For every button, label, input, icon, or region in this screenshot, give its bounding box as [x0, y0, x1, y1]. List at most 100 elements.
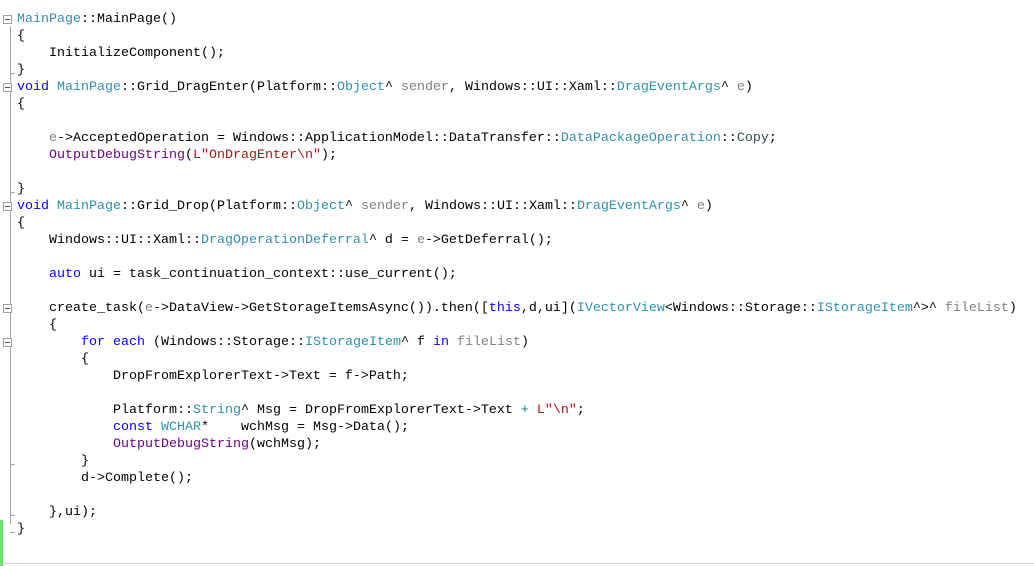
- collapse-icon[interactable]: [3, 304, 12, 313]
- code-line[interactable]: Platform::String^ Msg = DropFromExplorer…: [17, 402, 1017, 419]
- code-line[interactable]: {: [17, 215, 1017, 232]
- code-line[interactable]: {: [17, 317, 1017, 334]
- code-line[interactable]: auto ui = task_continuation_context::use…: [17, 266, 1017, 283]
- code-token: },ui);: [17, 505, 97, 520]
- code-line[interactable]: }: [17, 62, 1017, 79]
- code-token: String: [192, 403, 241, 418]
- code-line[interactable]: InitializeComponent();: [17, 45, 1017, 62]
- code-line[interactable]: OutputDebugString(L"OnDragEnter\n");: [17, 147, 1017, 164]
- code-line[interactable]: {: [17, 28, 1017, 45]
- code-line[interactable]: [17, 385, 1017, 402]
- code-token: (wchMsg);: [248, 437, 321, 452]
- code-token: ^ d =: [368, 233, 417, 248]
- code-token: ^>^: [912, 301, 945, 316]
- code-token: (Windows::Storage::: [145, 335, 305, 350]
- code-token: DragEventArgs: [576, 199, 681, 214]
- code-line[interactable]: MainPage::MainPage(): [17, 11, 1017, 28]
- outline-end-tick: [10, 532, 15, 533]
- collapse-icon[interactable]: [3, 83, 12, 92]
- code-token: DataPackageOperation: [560, 131, 721, 146]
- code-token: [17, 420, 113, 435]
- code-token: [49, 199, 57, 214]
- code-token: ->GetDeferral();: [424, 233, 553, 248]
- code-line[interactable]: const WCHAR* wchMsg = Msg->Data();: [17, 419, 1017, 436]
- code-token: [17, 335, 81, 350]
- code-line[interactable]: void MainPage::Grid_Drop(Platform::Objec…: [17, 198, 1017, 215]
- collapse-icon[interactable]: [3, 202, 12, 211]
- collapse-icon[interactable]: [3, 338, 12, 347]
- code-line[interactable]: create_task(e->DataView->GetStorageItems…: [17, 300, 1017, 317]
- code-token: [17, 131, 49, 146]
- code-token: ): [744, 80, 753, 95]
- code-token: ::MainPage(): [81, 12, 177, 27]
- code-token: sender: [360, 199, 409, 214]
- code-token: MainPage: [57, 199, 121, 214]
- code-token: }: [17, 63, 25, 78]
- code-token: sender: [400, 80, 449, 95]
- code-token: e: [416, 233, 425, 248]
- code-token: e: [696, 199, 705, 214]
- code-token: MainPage: [57, 80, 121, 95]
- code-line[interactable]: [17, 164, 1017, 181]
- code-token: Copy: [736, 131, 769, 146]
- code-token: L"\n": [536, 403, 577, 418]
- code-line[interactable]: },ui);: [17, 504, 1017, 521]
- code-token: create_task(: [17, 301, 145, 316]
- code-line[interactable]: [17, 249, 1017, 266]
- code-line[interactable]: e->AcceptedOperation = Windows::Applicat…: [17, 130, 1017, 147]
- code-token: );: [320, 148, 337, 163]
- code-line[interactable]: DropFromExplorerText->Text = f->Path;: [17, 368, 1017, 385]
- code-token: (: [184, 148, 193, 163]
- code-line[interactable]: {: [17, 351, 1017, 368]
- code-token: in: [432, 335, 449, 350]
- code-token: {: [17, 97, 25, 112]
- change-tracking-bar: [0, 520, 3, 566]
- code-token: void: [17, 199, 49, 214]
- code-line[interactable]: }: [17, 453, 1017, 470]
- outline-end-tick: [10, 73, 15, 74]
- code-token: ^ Msg = DropFromExplorerText->Text: [240, 403, 521, 418]
- code-token: , Windows::UI::Xaml::: [448, 80, 617, 95]
- code-text[interactable]: MainPage::MainPage(){ InitializeComponen…: [17, 11, 1017, 538]
- code-token: DragOperationDeferral: [200, 233, 369, 248]
- code-token: [17, 267, 49, 282]
- code-line[interactable]: {: [17, 96, 1017, 113]
- code-token: }: [17, 522, 25, 537]
- code-line[interactable]: [17, 283, 1017, 300]
- code-token: auto: [49, 267, 81, 282]
- code-token: [529, 403, 537, 418]
- code-token: e: [736, 80, 745, 95]
- code-token: ^: [720, 80, 737, 95]
- collapse-icon[interactable]: [3, 15, 12, 24]
- code-line[interactable]: [17, 487, 1017, 504]
- code-token: [17, 148, 49, 163]
- code-token: ui = task_continuation_context::use_curr…: [81, 267, 457, 282]
- code-line[interactable]: }: [17, 181, 1017, 198]
- code-token: this: [488, 301, 521, 316]
- code-token: void: [17, 80, 49, 95]
- code-token: OutputDebugString: [112, 437, 249, 452]
- code-token: IStorageItem: [304, 335, 401, 350]
- code-token: for: [81, 335, 105, 350]
- code-token: ^: [384, 80, 401, 95]
- code-line[interactable]: Windows::UI::Xaml::DragOperationDeferral…: [17, 232, 1017, 249]
- code-line[interactable]: void MainPage::Grid_DragEnter(Platform::…: [17, 79, 1017, 96]
- code-token: [49, 80, 57, 95]
- code-token: ::Grid_DragEnter(Platform::: [121, 80, 337, 95]
- code-line[interactable]: }: [17, 521, 1017, 538]
- outline-gutter: [10, 26, 11, 524]
- code-line[interactable]: OutputDebugString(wchMsg);: [17, 436, 1017, 453]
- code-token: * wchMsg = Msg->Data();: [200, 420, 409, 435]
- code-line[interactable]: for each (Windows::Storage::IStorageItem…: [17, 334, 1017, 351]
- outline-end-tick: [10, 515, 15, 516]
- code-token: ::: [720, 131, 737, 146]
- code-token: {: [17, 352, 89, 367]
- code-token: <Windows::Storage::: [664, 301, 817, 316]
- code-token: ^: [344, 199, 361, 214]
- code-line[interactable]: d->Complete();: [17, 470, 1017, 487]
- code-token: L"OnDragEnter\n": [192, 148, 321, 163]
- code-line[interactable]: [17, 113, 1017, 130]
- code-token: [105, 335, 113, 350]
- code-token: Platform::: [17, 403, 193, 418]
